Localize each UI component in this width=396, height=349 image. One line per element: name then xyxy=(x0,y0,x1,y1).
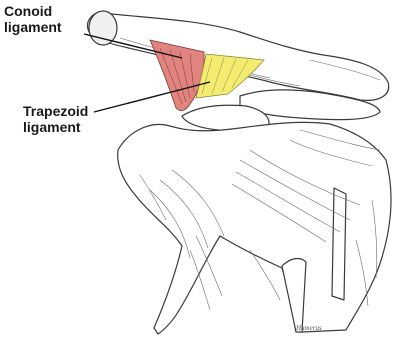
scapula xyxy=(118,122,391,334)
conoid-label-line1: Conoid xyxy=(4,3,62,19)
clavicle-end xyxy=(89,11,117,45)
conoid-ligament xyxy=(150,40,204,111)
biceps-tendon xyxy=(332,188,346,300)
conoid-label-line2: ligament xyxy=(4,19,62,35)
trapezoid-ligament-label: Trapezoid ligament xyxy=(23,103,88,135)
conoid-ligament-label: Conoid ligament xyxy=(4,3,62,35)
humerus-shaft xyxy=(282,259,306,332)
clavicle xyxy=(88,12,389,100)
trapezoid-label-line2: ligament xyxy=(23,119,88,135)
humerus-engraving-text: Humerus xyxy=(295,324,322,332)
trapezoid-label-line1: Trapezoid xyxy=(23,103,88,119)
